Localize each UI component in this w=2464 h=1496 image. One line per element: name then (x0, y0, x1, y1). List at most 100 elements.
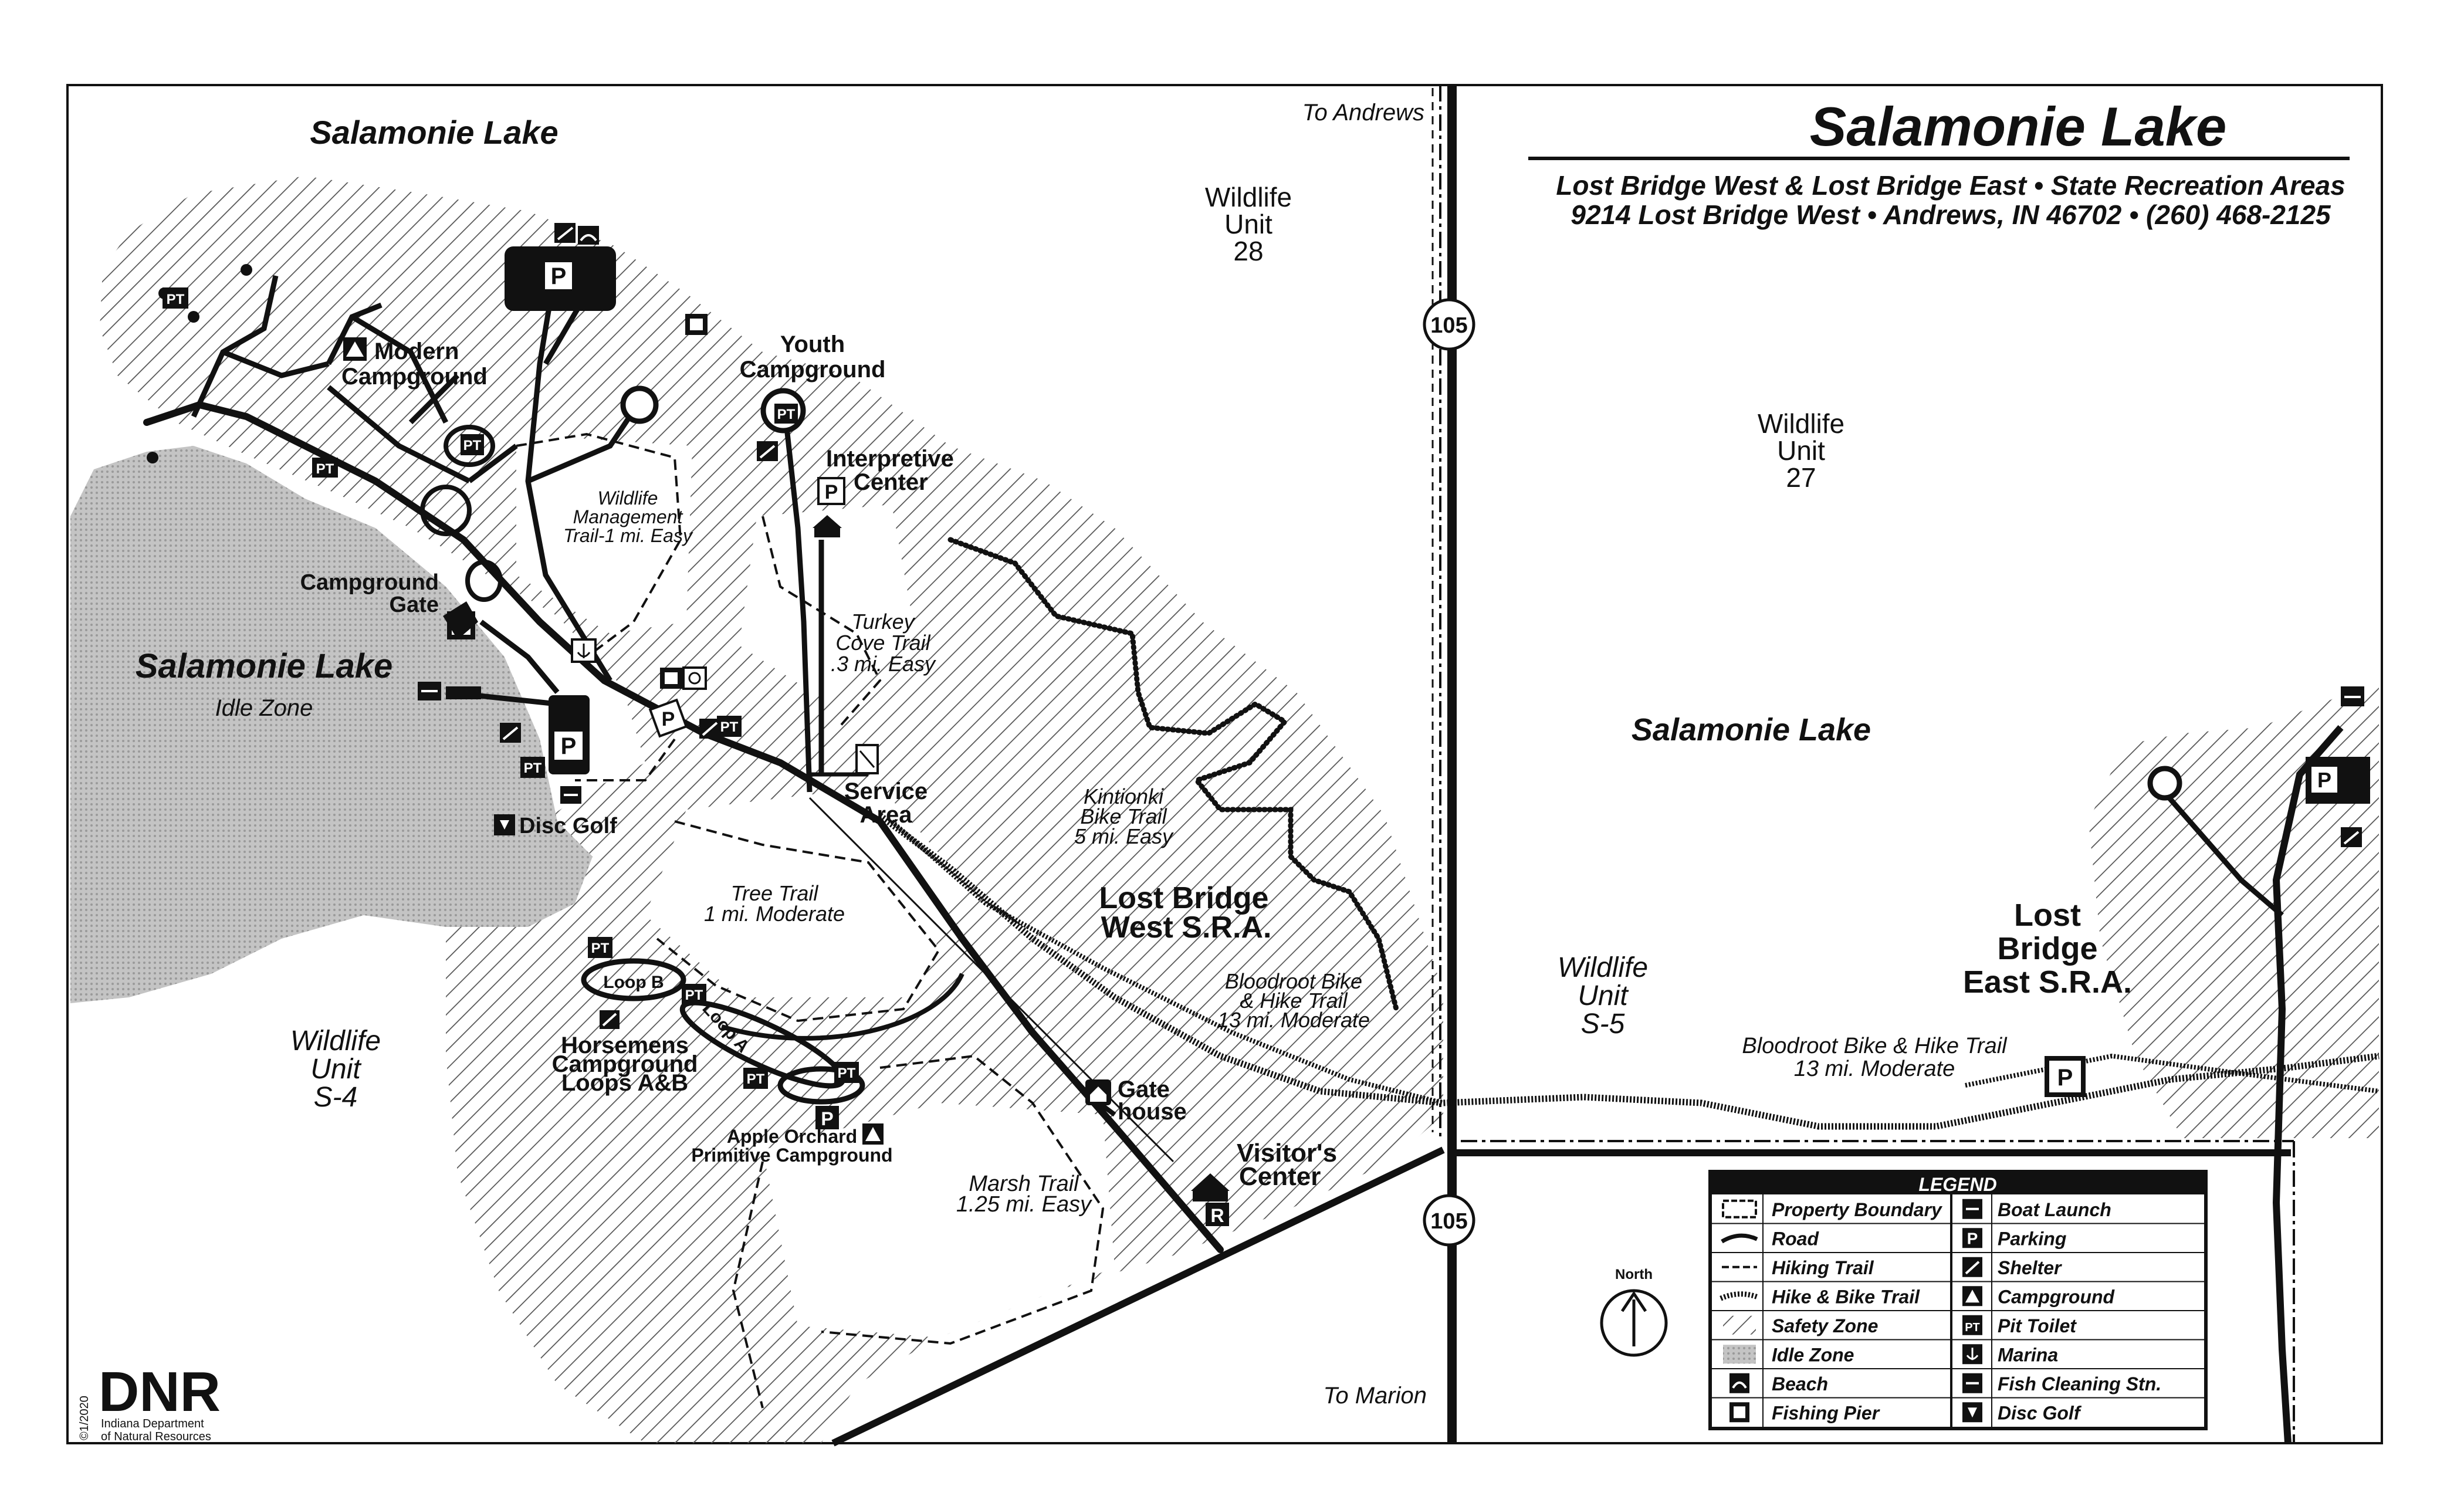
svg-text:Wildlife: Wildlife (1758, 408, 1844, 439)
north-arrow-icon (1620, 1291, 1647, 1312)
legend-idle-icon (1723, 1345, 1756, 1364)
svg-text:Bloodroot Bike: Bloodroot Bike (1225, 969, 1362, 993)
svg-text:LEGEND: LEGEND (1918, 1174, 1996, 1195)
east-road (2272, 725, 2344, 1444)
svg-text:Youth: Youth (780, 331, 845, 357)
svg-text:PT: PT (167, 292, 185, 307)
header-subtitle: Lost Bridge West & Lost Bridge East • St… (1556, 170, 2345, 201)
svg-text:Primitive Campground: Primitive Campground (691, 1145, 892, 1166)
svg-text:P: P (551, 263, 567, 289)
legend-label: Pit Toilet (1998, 1315, 2077, 1336)
svg-text:PT: PT (685, 987, 703, 1003)
legend-label: Idle Zone (1772, 1344, 1854, 1365)
shelter-icon (757, 441, 778, 461)
pit-toilet-icon: PT (312, 458, 338, 478)
svg-text:P: P (1967, 1229, 1978, 1247)
loop-road (444, 425, 495, 467)
svg-text:Wildlife: Wildlife (1558, 952, 1648, 983)
label-trail-wildlife-mgmt: Wildlife Management Trail-1 mi. Easy (563, 488, 693, 546)
svg-text:PT: PT (316, 461, 334, 477)
svg-text:Gate: Gate (390, 593, 439, 617)
svg-text:Campground: Campground (341, 364, 488, 390)
svg-text:Wildlife: Wildlife (598, 488, 658, 509)
legend-label: Disc Golf (1998, 1402, 2082, 1423)
fishing-pier-icon (685, 314, 708, 335)
svg-text:Unit: Unit (1578, 980, 1629, 1011)
label-lost-bridge-west: Lost Bridge West S.R.A. (1099, 881, 1272, 945)
svg-text:Unit: Unit (1224, 209, 1272, 239)
north-arrow: North (1600, 1267, 1668, 1357)
svg-text:Service: Service (844, 779, 928, 804)
svg-text:Bloodroot Bike & Hike Trail: Bloodroot Bike & Hike Trail (1742, 1034, 2008, 1058)
shelter-icon (2341, 827, 2362, 847)
legend-beach-icon (1729, 1373, 1749, 1393)
svg-text:Horsemens: Horsemens (561, 1033, 689, 1058)
road-horsemen (720, 973, 964, 1041)
svg-text:Interpretive: Interpretive (826, 446, 954, 472)
svg-text:of Natural Resources: of Natural Resources (101, 1430, 211, 1443)
legend-label: Road (1772, 1228, 1819, 1249)
svg-text:1 mi. Moderate: 1 mi. Moderate (704, 902, 845, 926)
legend-boat-icon (1962, 1199, 1982, 1219)
clearing (763, 1103, 1115, 1338)
svg-text:PT: PT (747, 1071, 765, 1087)
label-trail-marsh: Marsh Trail 1.25 mi. Easy (956, 1172, 1092, 1217)
pit-toilet-icon: PT (834, 1062, 859, 1083)
east-road-spur (2157, 784, 2284, 918)
svg-text:PT: PT (524, 760, 542, 776)
road-youth (783, 422, 824, 793)
label-wildlife-27: Wildlife Unit 27 (1758, 408, 1844, 493)
svg-text:P: P (821, 1108, 833, 1129)
svg-text:North: North (1615, 1267, 1653, 1282)
svg-text:5 mi. Easy: 5 mi. Easy (1074, 824, 1174, 848)
accessible-icon (682, 666, 707, 690)
svg-text:Modern: Modern (374, 339, 459, 364)
legend-label: Fishing Pier (1772, 1402, 1880, 1423)
shelter-icon (699, 719, 720, 739)
legend-label: Property Boundary (1772, 1199, 1943, 1220)
service-area-icon (855, 744, 879, 774)
label-trail-kintionki: Kintionki Bike Trail 5 mi. Easy (1074, 784, 1174, 848)
legend-disc-icon (1962, 1402, 1982, 1423)
svg-text:Marsh Trail: Marsh Trail (969, 1172, 1079, 1196)
marina-icon (571, 638, 597, 663)
label-interpretive-center: Interpretive Center (826, 446, 954, 495)
label-lake-top: Salamonie Lake (310, 114, 558, 151)
svg-text:Lost: Lost (2014, 898, 2081, 933)
campground-icon (343, 337, 367, 361)
pit-toilet-icon: PT (717, 716, 742, 737)
pit-toilet-icon: PT (588, 937, 612, 958)
bloodroot-trail (878, 813, 2380, 1130)
svg-text:PT: PT (463, 438, 482, 453)
pit-toilet-icon: PT (682, 984, 706, 1005)
svg-text:Center: Center (1239, 1162, 1321, 1191)
svg-text:©1/2020: ©1/2020 (78, 1396, 91, 1440)
pit-toilet-icon: PT (520, 757, 545, 778)
idle-zone (70, 446, 593, 1003)
svg-text:Area: Area (860, 802, 913, 828)
label-service-area: Service Area (844, 779, 928, 828)
direction-andrews: To Andrews (1302, 100, 1424, 126)
legend-bike-icon (1720, 1291, 1759, 1301)
svg-text:PT: PT (720, 719, 739, 735)
svg-text:Campground: Campground (300, 570, 439, 595)
svg-text:Wildlife: Wildlife (290, 1025, 381, 1057)
campground-node (241, 264, 252, 276)
main-road (143, 401, 1224, 1253)
svg-text:27: 27 (1786, 462, 1816, 493)
svg-text:P: P (825, 481, 838, 503)
clearing (516, 434, 692, 634)
boat-ramp (446, 686, 481, 699)
legend-parking-icon: P (1962, 1228, 1982, 1248)
legend-label: Parking (1998, 1228, 2066, 1249)
label-visitors-center: Visitor's Center (1237, 1139, 1337, 1191)
label-trail-turkey-cove: Turkey Cove Trail .3 mi. Easy (831, 610, 936, 676)
label-wildlife-s4: Wildlife Unit S-4 (290, 1025, 381, 1113)
legend-pt-icon: PT (1962, 1315, 1982, 1335)
svg-text:Visitor's: Visitor's (1237, 1139, 1337, 1167)
label-lost-bridge-east: Lost Bridge East S.R.A. (1963, 898, 2132, 1000)
campground-icon (862, 1123, 884, 1145)
label-horsemens: Horsemens Campground Loops A&B (552, 1033, 698, 1096)
svg-text:Wildlife: Wildlife (1205, 182, 1292, 212)
disc-golf-icon (494, 814, 515, 835)
